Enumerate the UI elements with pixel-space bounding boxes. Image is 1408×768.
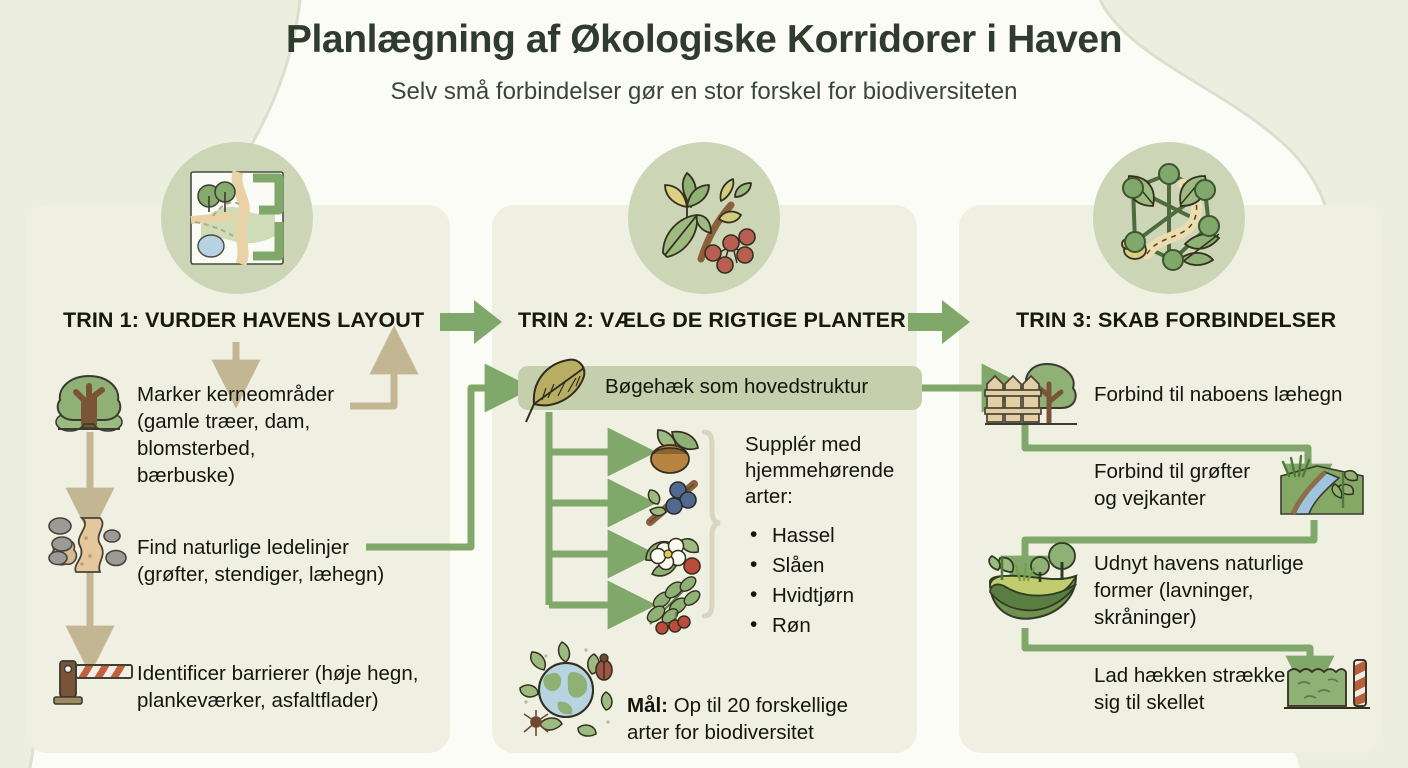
network-corridor-icon bbox=[1093, 142, 1245, 294]
page-title: Planlægning af Økologiske Korridorer i H… bbox=[285, 18, 1123, 61]
goal-label: Mål: bbox=[627, 694, 668, 717]
step-2-panel bbox=[492, 205, 917, 753]
stream-stones-icon bbox=[48, 517, 127, 573]
species-item: Røn bbox=[748, 610, 854, 641]
step-2-to-3-arrow bbox=[908, 300, 970, 344]
main-structure-label: Bøgehæk som hovedstruktur bbox=[605, 375, 869, 398]
beech-leaf-icon bbox=[525, 358, 586, 423]
step-3-item-2-text: Forbind til grøfter og vejkanter bbox=[1094, 460, 1251, 510]
step-3-item-4-text: Lad hækken strække sig til skellet bbox=[1094, 664, 1286, 714]
goal-body: Op til 20 forskellige arter for biodiver… bbox=[627, 694, 849, 744]
species-item: Slåen bbox=[748, 550, 854, 581]
species-item: Hvidtjørn bbox=[748, 580, 854, 611]
barrier-gate-icon bbox=[53, 660, 133, 705]
step-1-item-3-text: Identificer barrierer (høje hegn, planke… bbox=[137, 662, 419, 712]
hedge-post-icon bbox=[1284, 659, 1370, 709]
ditch-verge-icon bbox=[1280, 454, 1364, 516]
globe-biodiversity-icon bbox=[519, 641, 613, 737]
sloe-berry-icon bbox=[646, 480, 698, 526]
rowan-icon bbox=[646, 576, 701, 635]
garden-map-icon bbox=[161, 142, 313, 294]
fence-tree-icon bbox=[984, 362, 1077, 425]
step-3-item-3-text: Udnyt havens naturlige former (lavninger… bbox=[1094, 552, 1304, 629]
species-list-heading: Supplér med hjemmehørende arter: bbox=[745, 433, 895, 508]
species-item: Hassel bbox=[748, 520, 854, 551]
step-3-item-1-text: Forbind til naboens læhegn bbox=[1094, 383, 1343, 406]
step-1-item-1-text: Marker kerneområder (gamle træer, dam, b… bbox=[137, 383, 335, 487]
step-1-item-2-text: Find naturlige ledelinjer (grøfter, sten… bbox=[137, 536, 385, 586]
page-subtitle: Selv små forbindelser gør en stor forske… bbox=[390, 78, 1018, 105]
goal-text: Mål: Op til 20 forskellige arter for bio… bbox=[627, 665, 848, 746]
step-3-heading: TRIN 3: SKAB FORBINDELSER bbox=[1016, 308, 1337, 332]
step-1-heading: TRIN 1: VURDER HAVENS LAYOUT bbox=[63, 308, 425, 332]
step-2-heading: TRIN 2: VÆLG DE RIGTIGE PLANTER bbox=[518, 308, 906, 332]
hawthorn-icon bbox=[645, 537, 701, 577]
terrain-icon bbox=[988, 542, 1078, 620]
hazelnut-icon bbox=[650, 429, 699, 474]
leaves-berries-icon bbox=[628, 142, 780, 294]
tree-icon bbox=[55, 374, 123, 432]
step-1-to-2-arrow bbox=[440, 300, 502, 344]
species-list: Hassel Slåen Hvidtjørn Røn bbox=[748, 520, 854, 641]
